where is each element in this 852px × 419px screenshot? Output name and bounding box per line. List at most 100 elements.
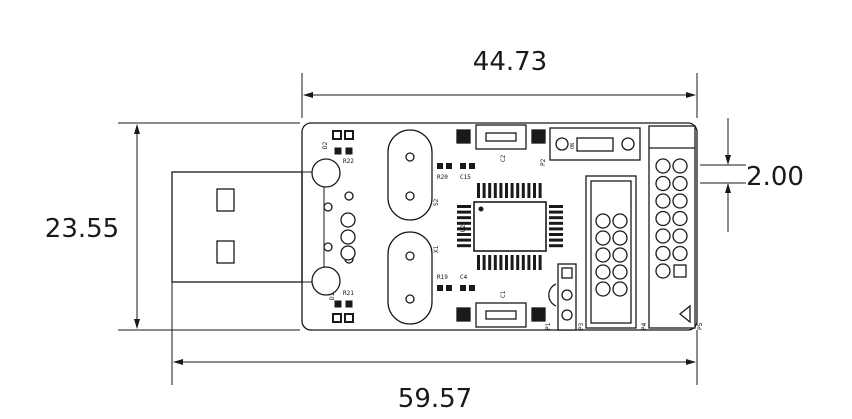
p4-pin [612, 213, 628, 229]
p4-pin [612, 264, 628, 280]
u2-pin [533, 255, 536, 270]
switch-s2 [387, 129, 433, 221]
capacitor-c2 [456, 124, 546, 150]
header-p4 [585, 175, 637, 329]
r19-c4-pads [437, 285, 475, 291]
p4-pin [595, 281, 611, 297]
p4-pin [595, 230, 611, 246]
crystal-x1 [387, 231, 433, 325]
dim-left-height [118, 122, 300, 331]
u2-pin [538, 255, 542, 270]
silk-x1: X1 [433, 245, 440, 253]
p4-pin [595, 213, 611, 229]
header-p1 [548, 263, 577, 331]
u2-pin [510, 183, 514, 198]
silk-c4: C4 [460, 274, 468, 281]
dim-bottom-width [171, 282, 698, 385]
r20-c15-pads [437, 163, 475, 169]
dim-top-width [301, 73, 698, 118]
u2-pin [457, 238, 471, 242]
silk-p2: P2 [540, 158, 547, 166]
p5-pin [672, 193, 688, 209]
p5-pin [672, 158, 688, 174]
p4-pin [595, 264, 611, 280]
u2-pin [527, 255, 531, 270]
silk-d1: D1 [329, 292, 336, 300]
capacitor-c1 [456, 302, 546, 328]
u2-pin [493, 255, 497, 270]
silk-d2: D2 [322, 141, 329, 149]
p4-pin [595, 247, 611, 263]
usb-mount-holes [311, 158, 356, 296]
dim-pin-pitch [700, 118, 746, 232]
silk-r21: R21 [343, 290, 354, 297]
u2-pin [549, 244, 563, 248]
u2-pin [499, 183, 503, 198]
dim-top-width-label: 44.73 [473, 47, 547, 77]
header-p5 [648, 125, 696, 329]
u2-pin [516, 183, 520, 198]
u2-pin [457, 221, 471, 225]
silk-r22: R22 [343, 158, 354, 165]
u2-pin [482, 183, 486, 198]
dim-pin-pitch-label: 2.00 [746, 162, 804, 192]
p4-pin [612, 247, 628, 263]
p5-pin [655, 263, 671, 279]
silk-p3: P3 [578, 322, 585, 330]
silk-r20: R20 [437, 174, 448, 181]
u2-pin [505, 183, 508, 198]
u2-pin [482, 255, 486, 270]
silk-p4: P4 [641, 322, 648, 330]
p4-pin [612, 281, 628, 297]
u2-pins-top [477, 183, 542, 198]
u2-pin [549, 216, 563, 220]
p4-pin [612, 230, 628, 246]
p5-pin [672, 175, 688, 192]
chip-u2 [457, 183, 563, 270]
silk-c1: C1 [500, 290, 507, 298]
u2-pin [521, 183, 525, 198]
p5-pin [655, 175, 671, 192]
u2-pin [533, 183, 536, 198]
u2-pin [499, 255, 503, 270]
silk-c2: C2 [500, 154, 507, 162]
led-d1-pads [332, 300, 354, 323]
u2-pin [457, 210, 471, 214]
p5-pin [672, 245, 688, 262]
silk-s2: S2 [433, 198, 440, 206]
usb-shield-overlay [301, 171, 325, 283]
u2-pin [549, 233, 563, 236]
silk-p1: P1 [545, 322, 552, 330]
u2-pin [457, 205, 471, 208]
u2-pin [457, 227, 471, 231]
u2-pin [488, 183, 492, 198]
u2-pin [549, 238, 563, 242]
u2-pin [488, 255, 492, 270]
p5-pin [655, 193, 671, 209]
u2-pin [549, 221, 563, 225]
u2-pins-right [549, 205, 563, 248]
u2-pin [505, 255, 508, 270]
u2-pin [477, 255, 480, 270]
silk-c15: C15 [460, 174, 471, 181]
silk-on: ON [570, 143, 576, 149]
silk-p5: P5 [697, 322, 704, 330]
dim-left-height-label: 23.55 [45, 214, 119, 244]
u2-pins-bottom [477, 255, 542, 270]
p5-pin [672, 210, 688, 227]
p5-pin [655, 158, 671, 174]
u2-pin [493, 183, 497, 198]
dim-bottom-width-label: 59.57 [398, 384, 472, 414]
u2-pin [457, 216, 471, 220]
p5-pin [655, 210, 671, 227]
u2-pin [521, 255, 525, 270]
header-p2 [549, 127, 641, 161]
p5-pin-square [673, 264, 687, 278]
silk-r19: R19 [437, 274, 448, 281]
u2-pin [549, 205, 563, 208]
u2-pin [510, 255, 514, 270]
u2-pin [457, 244, 471, 248]
p5-pin [672, 228, 688, 244]
